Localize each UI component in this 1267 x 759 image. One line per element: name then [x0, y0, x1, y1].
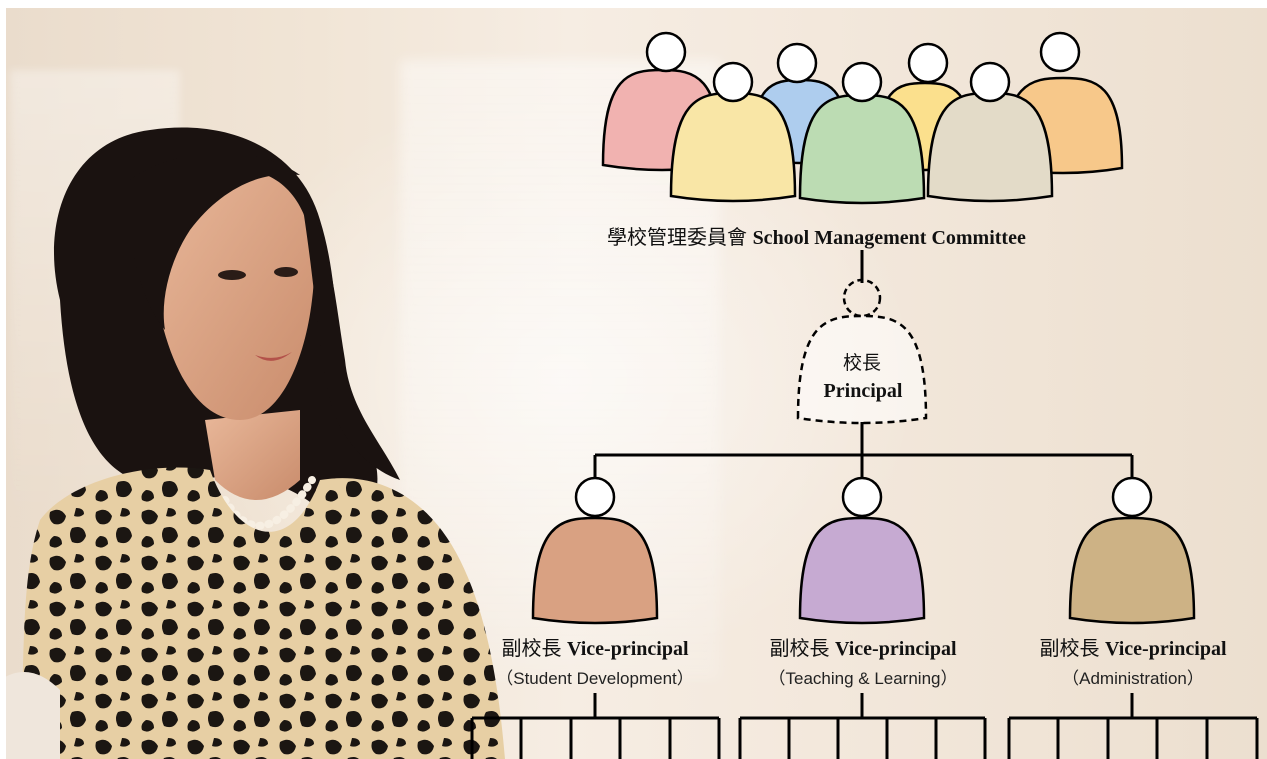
committee-label: 學校管理委員會 School Management Committee [607, 221, 1026, 250]
vice-principal-1-label: 副校長 Vice-principal [465, 632, 725, 661]
committee-label-en: School Management Committee [752, 227, 1026, 249]
vice-principal-2-zh: 副校長 [769, 638, 830, 660]
vice-principal-2-department: （Teaching & Learning） [768, 669, 958, 688]
vice-principal-head [1111, 476, 1153, 518]
committee-member-head [1039, 31, 1081, 73]
vice-principal-1-zh: 副校長 [501, 638, 562, 660]
principal-head [842, 278, 882, 318]
committee-member-head [907, 42, 949, 84]
vice-principal-1-department: （Student Development） [496, 669, 694, 688]
committee-member-body [926, 91, 1054, 203]
vice-principal-body [531, 516, 659, 625]
vice-principal-2-label: 副校長 Vice-principal [733, 632, 993, 661]
vice-principal-1-en: Vice-principal [567, 638, 689, 660]
committee-member-head [712, 61, 754, 103]
committee-label-zh: 學校管理委員會 [607, 227, 747, 249]
vice-principal-3-en: Vice-principal [1105, 638, 1227, 660]
committee-member-head [969, 61, 1011, 103]
principal-label-en: Principal [823, 380, 903, 402]
committee-member-head [645, 31, 687, 73]
photo-woman [0, 127, 505, 759]
vice-principal-body [798, 516, 926, 625]
vice-principal-body [1068, 516, 1196, 625]
committee-member-head [841, 61, 883, 103]
vice-principal-3-label: 副校長 Vice-principal [1003, 632, 1263, 661]
principal-label-zh: 校長 [842, 353, 881, 374]
committee-member-body [669, 91, 797, 203]
vice-principal-3-zh: 副校長 [1039, 638, 1100, 660]
vice-principal-3-department: （Administration） [1062, 669, 1204, 688]
vice-principal-head [841, 476, 883, 518]
committee-member-body [798, 93, 926, 205]
vice-principal-2-en: Vice-principal [835, 638, 957, 660]
committee-member-head [776, 42, 818, 84]
principal-body [796, 314, 928, 425]
vice-principal-head [574, 476, 616, 518]
